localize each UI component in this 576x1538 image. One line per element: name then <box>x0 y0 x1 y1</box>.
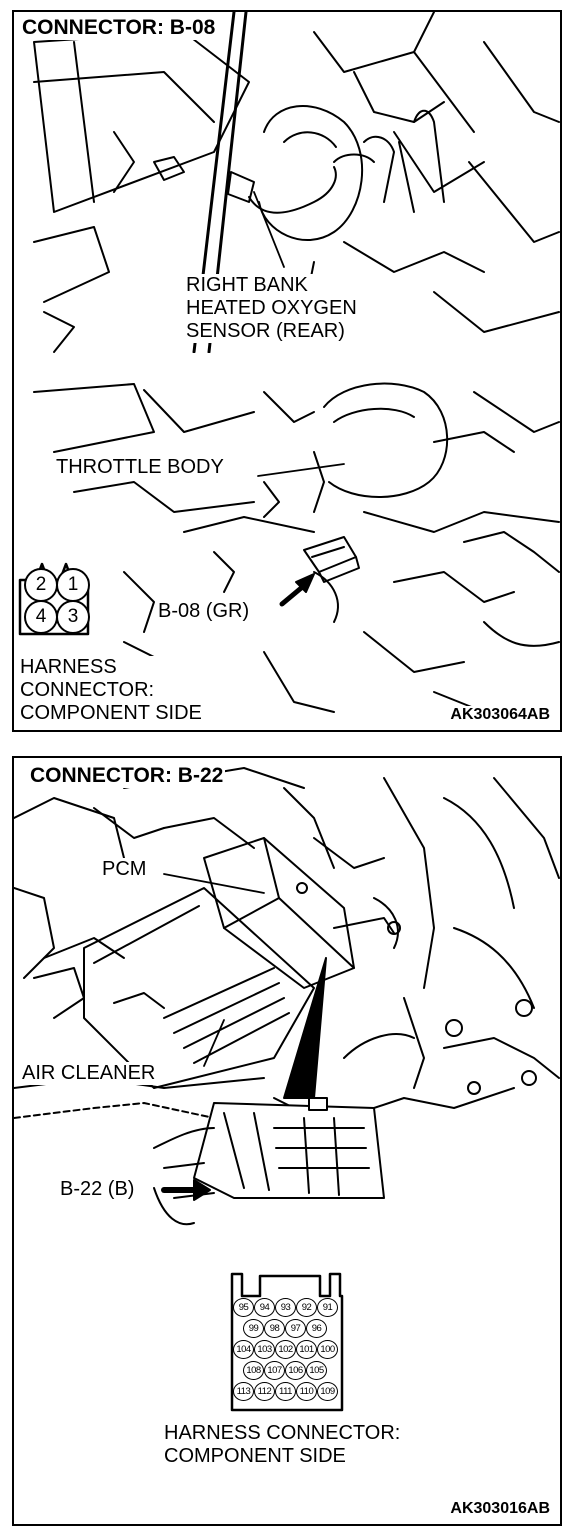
pin-102: 102 <box>275 1340 296 1359</box>
harness-label-line: HARNESS CONNECTOR: <box>164 1422 401 1444</box>
harness-label-line: COMPONENT SIDE <box>164 1445 346 1467</box>
pin-105: 105 <box>306 1361 327 1380</box>
pcm-connector-enlarged <box>153 1097 385 1226</box>
connector-b08-panel: CONNECTOR: B-08 RIGHT BANK HEATED OXYGEN… <box>12 10 562 732</box>
harness-label-line: CONNECTOR: <box>20 679 155 701</box>
connector-b22-panel: CONNECTOR: B-22 PCM AIR CLEANER B-22 (B)… <box>12 756 562 1526</box>
pin-92: 92 <box>296 1298 317 1317</box>
sensor-label-line: SENSOR (REAR) <box>186 320 345 342</box>
figure-code: AK303064AB <box>448 706 552 724</box>
harness-label-line: COMPONENT SIDE <box>20 702 202 724</box>
panel-title: CONNECTOR: B-08 <box>20 16 218 40</box>
pin-109: 109 <box>317 1382 338 1401</box>
pin-4: 4 <box>24 600 58 634</box>
harness-label: HARNESS CONNECTOR: COMPONENT SIDE <box>18 656 204 725</box>
pcm-area-illustration <box>14 767 560 1412</box>
throttle-body-label: THROTTLE BODY <box>54 456 226 479</box>
pin-94: 94 <box>254 1298 275 1317</box>
lower-scene-lines <box>33 382 560 713</box>
pin-110: 110 <box>296 1382 317 1401</box>
panel-title: CONNECTOR: B-22 <box>28 764 226 788</box>
callout-pointer <box>283 957 327 1099</box>
pin-100: 100 <box>317 1340 338 1359</box>
engine-bay-illustration <box>14 12 560 713</box>
pin-113: 113 <box>233 1382 254 1401</box>
pin-98: 98 <box>264 1319 285 1338</box>
pin-101: 101 <box>296 1340 317 1359</box>
b08-connector-label: B-08 (GR) <box>156 600 252 623</box>
pin-1: 1 <box>56 568 90 602</box>
figure-code: AK303016AB <box>448 1500 552 1518</box>
pin-111: 111 <box>275 1382 296 1401</box>
pin-3: 3 <box>56 600 90 634</box>
pin-91: 91 <box>317 1298 338 1317</box>
pin-93: 93 <box>275 1298 296 1317</box>
pcm-label: PCM <box>100 858 149 881</box>
air-cleaner-label: AIR CLEANER <box>20 1062 158 1085</box>
pin-112: 112 <box>254 1382 275 1401</box>
pin-103: 103 <box>254 1340 275 1359</box>
pin-97: 97 <box>285 1319 306 1338</box>
pin-107: 107 <box>264 1361 285 1380</box>
b22-connector-label: B-22 (B) <box>58 1178 137 1201</box>
sensor-label-line: HEATED OXYGEN <box>186 297 357 319</box>
sensor-label: RIGHT BANK HEATED OXYGEN SENSOR (REAR) <box>184 274 359 343</box>
pin-106: 106 <box>285 1361 306 1380</box>
harness-label: HARNESS CONNECTOR: COMPONENT SIDE <box>164 1422 400 1468</box>
sensor-label-line: RIGHT BANK <box>186 274 308 296</box>
pin-95: 95 <box>233 1298 254 1317</box>
pin-108: 108 <box>243 1361 264 1380</box>
pin-2: 2 <box>24 568 58 602</box>
pin-99: 99 <box>243 1319 264 1338</box>
pin-96: 96 <box>306 1319 327 1338</box>
pin-104: 104 <box>233 1340 254 1359</box>
harness-label-line: HARNESS <box>20 656 117 678</box>
